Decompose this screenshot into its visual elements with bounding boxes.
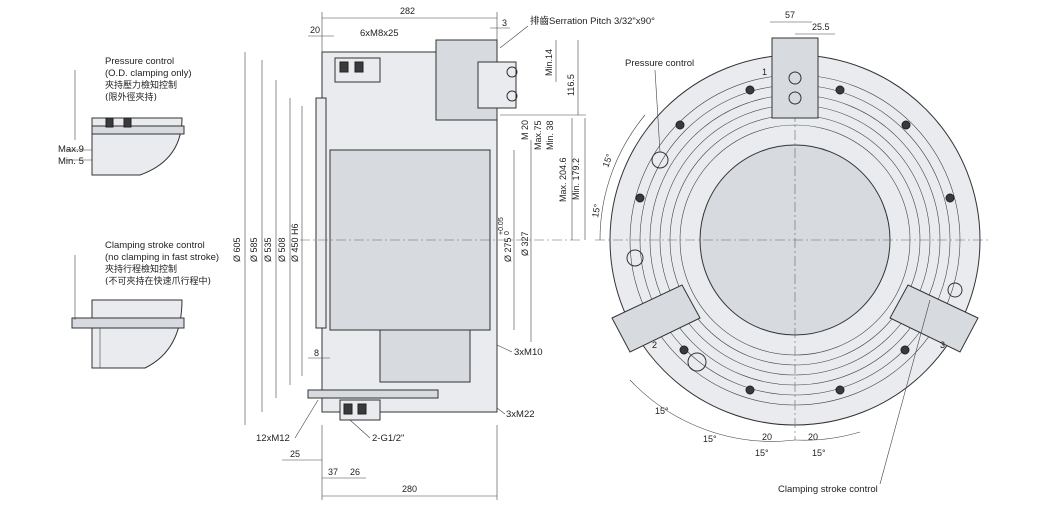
detail2-jaw-bar xyxy=(71,317,185,329)
m20-label: M 20 xyxy=(520,120,530,140)
dia-535: Ø 535 xyxy=(263,237,273,262)
callout-2-g1-2: 2-G1/2" xyxy=(372,433,404,444)
min-14: Min.14 xyxy=(544,49,554,76)
max-204-6: Max. 204.6 xyxy=(558,157,568,202)
front-port-left xyxy=(626,249,644,267)
jaw-label-3: 3 xyxy=(940,340,945,350)
callout-3xm10: 3xM10 xyxy=(514,347,543,358)
dia-327: Ø 327 xyxy=(520,231,530,256)
max-stroke-label: Max.9 xyxy=(58,144,84,155)
clamping-stroke-port xyxy=(947,282,963,298)
dim-8: 8 xyxy=(314,348,319,358)
clamping-stroke-callout: Clamping stroke control xyxy=(778,484,878,495)
dim-116-5: 116.5 xyxy=(566,74,576,96)
jaw-1-bolt-2 xyxy=(788,91,802,105)
master-jaw-2 xyxy=(611,284,701,353)
min-stroke-label: Min. 5 xyxy=(58,156,84,167)
dia-275-tol-lower: 0 xyxy=(504,231,511,235)
jaw-1-bolt-1 xyxy=(788,71,802,85)
dia-585: Ø 585 xyxy=(249,237,259,262)
dim-20-left: 20 xyxy=(762,432,772,442)
side-view: 282 20 3 6xM8x25 排齒Serration Pitch 3/32"… xyxy=(232,6,655,500)
dim-20-top: 20 xyxy=(310,25,320,35)
min-38: Min. 38 xyxy=(545,120,555,150)
pressure-control-label-1: Pressure control xyxy=(105,56,174,67)
callout-3xm22: 3xM22 xyxy=(506,409,535,420)
angle-15-b: 15° xyxy=(590,203,602,219)
pressure-control-callout: Pressure control xyxy=(625,58,694,69)
dia-508: Ø 508 xyxy=(277,237,287,262)
detail-jaw-bar xyxy=(91,125,185,135)
front-port-bottom xyxy=(687,352,707,372)
pressure-control-label-3: 夾持壓力檢知控制 xyxy=(105,79,177,91)
piston-section xyxy=(379,329,471,383)
dia-605: Ø 605 xyxy=(232,237,242,262)
serration-label: 排齒Serration Pitch 3/32"x90° xyxy=(530,15,655,27)
dim-282: 282 xyxy=(400,6,415,16)
dia-275: Ø 275 xyxy=(503,237,513,262)
clamping-stroke-label-3: 夾持行程檢知控制 xyxy=(105,263,177,275)
pressure-control-detail: Pressure control (O.D. clamping only) 夾持… xyxy=(58,56,192,176)
jaw-label-1: 1 xyxy=(762,67,767,77)
callout-12xm12: 12xM12 xyxy=(256,433,290,444)
angle-15-a: 15° xyxy=(600,152,614,169)
detail2-chuck-section xyxy=(91,299,183,369)
detail-sensor-1 xyxy=(105,117,114,128)
angle-15-d: 15° xyxy=(703,434,717,444)
master-jaw-1 xyxy=(771,37,819,119)
clamping-stroke-label-4: (不可夾持在快速爪行程中) xyxy=(105,275,211,287)
pressure-control-label-2: (O.D. clamping only) xyxy=(105,68,192,79)
dim-26: 26 xyxy=(350,467,360,477)
clamping-stroke-label-2: (no clamping in fast stroke) xyxy=(105,252,219,263)
bottom-bolt xyxy=(307,389,439,399)
front-face xyxy=(315,97,327,329)
bolt-6xm8x25: 6xM8x25 xyxy=(360,28,399,39)
clamping-stroke-detail: Clamping stroke control (no clamping in … xyxy=(71,240,219,369)
angle-15-c: 15° xyxy=(655,406,669,416)
angle-15-f: 15° xyxy=(812,448,826,458)
dim-280: 280 xyxy=(402,484,417,494)
dim-57: 57 xyxy=(785,10,795,20)
max-75: Max.75 xyxy=(533,120,543,150)
dim-3: 3 xyxy=(502,18,507,28)
dia-450: Ø 450 H6 xyxy=(290,223,300,262)
min-179-2: Min. 179.2 xyxy=(571,158,581,200)
front-view: 57 25.5 1 2 3 Pressu xyxy=(590,10,990,495)
jaw-label-2: 2 xyxy=(652,340,657,350)
dim-37: 37 xyxy=(328,467,338,477)
dia-275-tol-upper: +0.05 xyxy=(498,217,505,235)
clamping-stroke-label-1: Clamping stroke control xyxy=(105,240,205,251)
dim-20-right: 20 xyxy=(808,432,818,442)
dim-25: 25 xyxy=(290,449,300,459)
angle-15-e: 15° xyxy=(755,448,769,458)
detail-sensor-2 xyxy=(123,117,132,128)
pressure-control-label-4: (限外徑夾持) xyxy=(105,91,157,103)
master-jaw-3 xyxy=(889,284,979,353)
dim-25-5: 25.5 xyxy=(812,22,830,32)
